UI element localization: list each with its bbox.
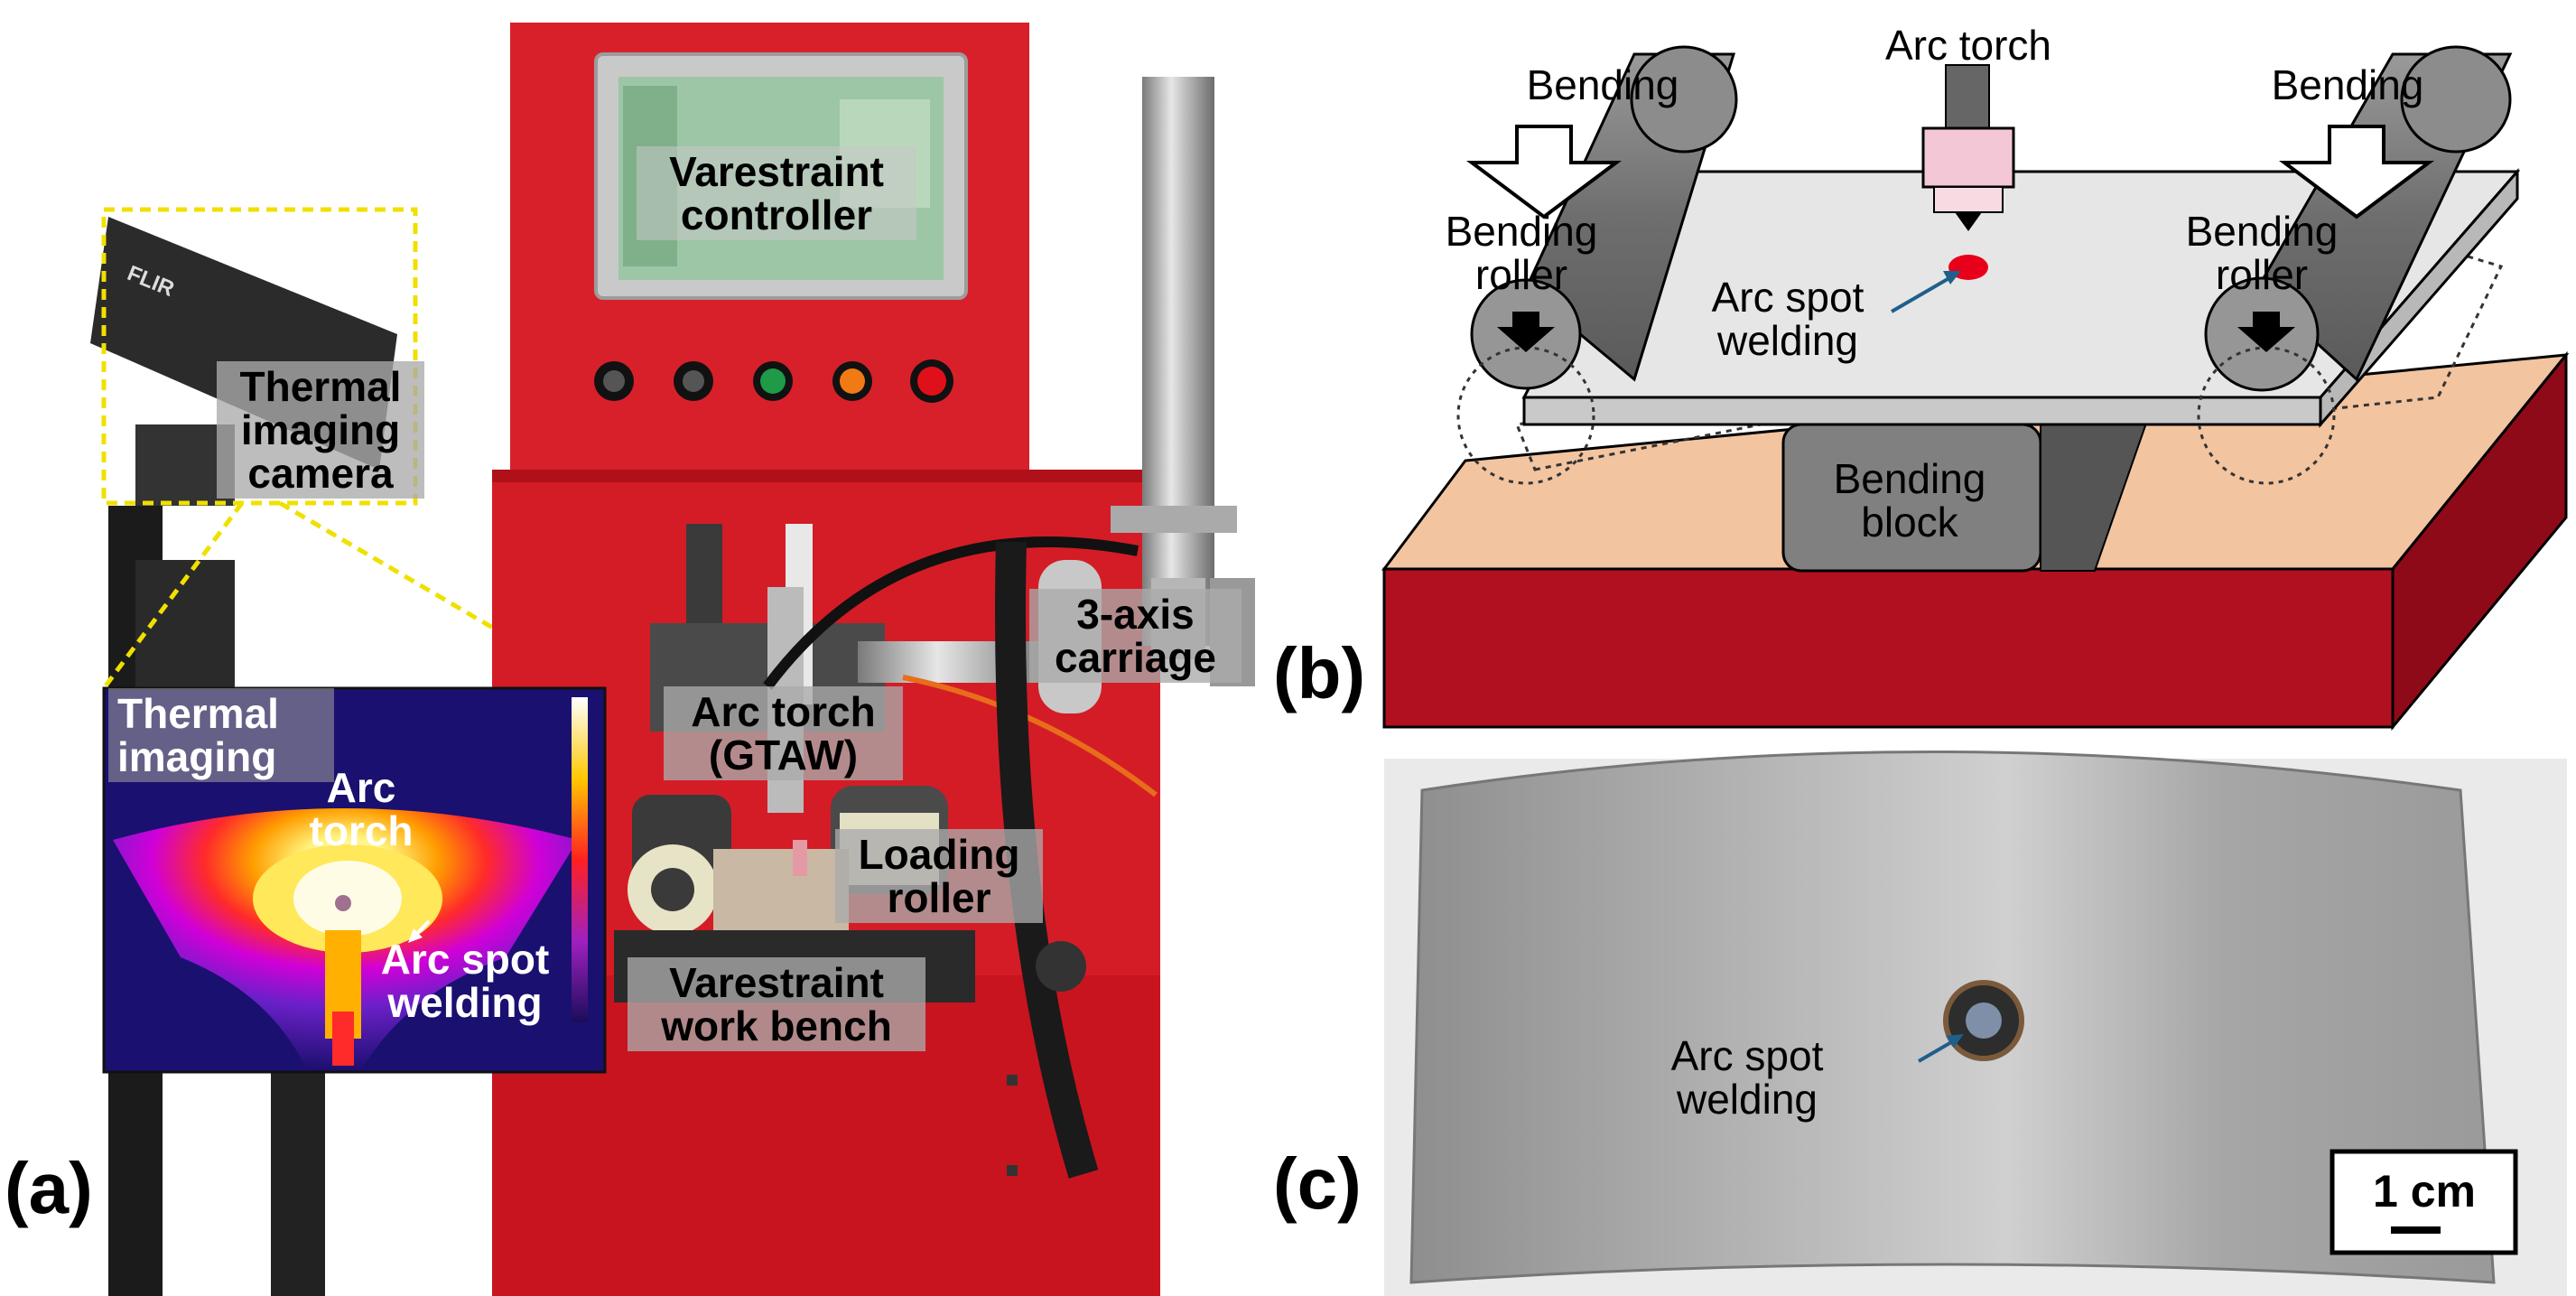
bending-roller-left (1456, 45, 1738, 485)
label-line: torch (309, 807, 414, 854)
label-thermal-imaging-camera: Thermal imaging camera (217, 361, 424, 499)
label-bending-roller-left: Bending roller (1418, 210, 1625, 296)
label-line: controller (680, 191, 873, 238)
label-line: Bending (1833, 455, 1986, 502)
label-line: Arc (326, 764, 396, 811)
label-line: roller (887, 874, 991, 921)
control-buttons (594, 359, 953, 403)
panel-b-schematic (1381, 45, 2570, 732)
panel-letter-b: (b) (1273, 633, 1366, 713)
carriage-pole (1142, 77, 1214, 646)
label-line: carriage (1054, 634, 1216, 681)
scale-bar-box (2330, 1149, 2518, 1255)
label-line: roller (1474, 251, 1568, 298)
label-loading-roller: Loading roller (835, 829, 1043, 923)
label-inset-arc-torch: Arc torch (293, 766, 429, 853)
label-bending-roller-right: Bending roller (2158, 210, 2366, 296)
label-line: imaging (240, 406, 401, 453)
label-line: Varestraint (669, 959, 884, 1006)
label-thermal-imaging: Thermal imaging (108, 688, 334, 782)
label-line: roller (2215, 251, 2309, 298)
panel-letter-c: (c) (1273, 1143, 1362, 1224)
label-line: Arc spot (380, 936, 550, 983)
label-line: welding (387, 979, 543, 1026)
label-3-axis-carriage: 3-axis carriage (1029, 589, 1242, 683)
label-arc-torch-gtaw: Arc torch (GTAW) (664, 686, 903, 780)
label-arc-spot-welding-c: Arc spot welding (1639, 1034, 1855, 1121)
label-line: imaging (117, 733, 277, 780)
camera-highlight-box (101, 207, 418, 506)
label-line: (GTAW) (708, 732, 859, 779)
arc-torch-icon (1921, 64, 2015, 231)
label-varestraint-work-bench: Varestraint work bench (628, 957, 925, 1051)
label-line: Arc spot (1670, 1032, 1824, 1079)
label-line: welding (1677, 1076, 1818, 1123)
label-bending-right: Bending (2271, 61, 2424, 108)
label-line: welding (1717, 317, 1858, 364)
bending-arrow-right-icon (2279, 125, 2434, 219)
label-line: 3-axis (1076, 591, 1195, 638)
label-arc-spot-welding-b: Arc spot welding (1684, 275, 1892, 362)
label-line: block (1861, 499, 1958, 545)
bending-arrow-left-icon (1466, 125, 1622, 219)
label-bending-block: Bending block (1797, 457, 2023, 544)
label-line: Bending (2185, 208, 2339, 255)
label-line: Arc torch (691, 688, 876, 735)
label-line: camera (247, 450, 394, 497)
temperature-colorbar (572, 697, 588, 1022)
label-line: Loading (858, 831, 1020, 878)
panel-letter-a: (a) (5, 1148, 93, 1228)
label-line: Thermal (239, 363, 402, 410)
label-line: Arc spot (1711, 274, 1865, 321)
scale-bar (2391, 1226, 2441, 1234)
label-line: Bending (1445, 208, 1598, 255)
label-inset-arc-spot-welding: Arc spot welding (366, 937, 564, 1024)
panel-c-photo (1384, 751, 2567, 1296)
roller-arrow-left-icon (1497, 312, 1555, 352)
scale-bar-label: 1 cm (2373, 1166, 2476, 1217)
label-varestraint-controller: Varestraint controller (637, 146, 916, 240)
label-arc-torch: Arc torch (1884, 22, 2052, 69)
roller-arrow-right-icon (2237, 312, 2295, 352)
label-line: work bench (661, 1002, 892, 1049)
label-line: Thermal (117, 690, 279, 737)
base-front-face (1382, 567, 2395, 729)
label-bending-left: Bending (1526, 61, 1679, 108)
label-line: Varestraint (669, 148, 884, 195)
